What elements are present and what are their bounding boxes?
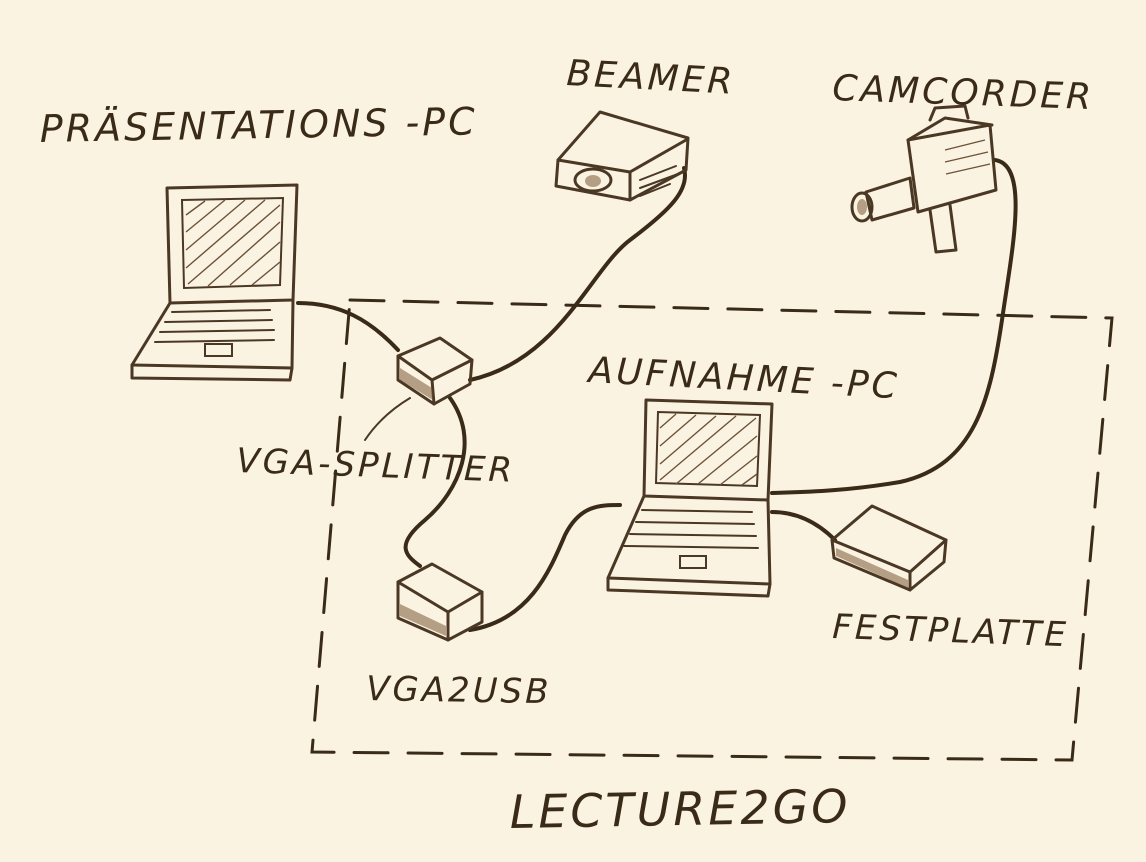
vga2usb-label: VGA2USB — [366, 669, 552, 712]
presentation-pc-label: PRÄSENTATIONS -PC — [39, 99, 478, 151]
beamer-icon — [554, 110, 690, 202]
cables — [296, 158, 1018, 632]
vga-splitter-box-icon — [364, 336, 474, 441]
recording-laptop-icon — [606, 398, 774, 598]
cable-presentation-pc-to-splitter — [296, 301, 400, 352]
camcorder-icon — [850, 104, 998, 254]
lecture2go-label: LECTURE2GO — [509, 779, 851, 839]
hard-drive-label: FESTPLATTE — [832, 607, 1070, 655]
vga2usb-box-icon — [396, 562, 484, 642]
recording-pc-label: AUFNAHME -PC — [586, 350, 901, 407]
cable-camcorder-to-recording-pc — [770, 158, 1018, 495]
cable-recording-pc-to-hard-drive — [770, 510, 837, 542]
camcorder-label: CAMCORDER — [832, 68, 1095, 118]
cable-vga2usb-to-recording-pc — [468, 503, 622, 632]
presentation-laptop-icon — [130, 183, 299, 382]
beamer-label: BEAMER — [566, 53, 737, 103]
cable-splitter-to-vga2usb — [403, 396, 467, 568]
lecture2go-boundary — [310, 298, 1114, 762]
cable-splitter-to-beamer — [468, 166, 687, 382]
hard-drive-icon — [830, 504, 948, 592]
vga-splitter-label: VGA-SPLITTER — [236, 441, 516, 491]
